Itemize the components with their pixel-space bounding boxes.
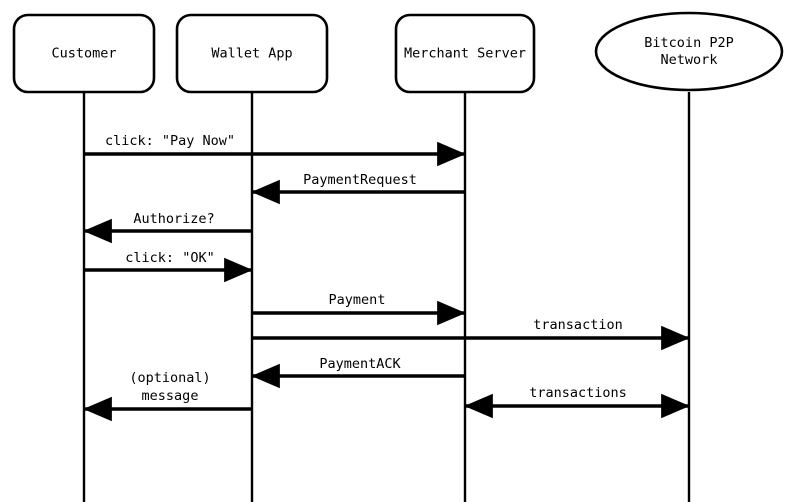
- participant-wallet-app[interactable]: Wallet App: [175, 13, 329, 94]
- participant-nodes-layer: Customer Wallet App Merchant Server Bitcoin…: [12, 11, 784, 94]
- message-label-transactions: transactions: [529, 385, 627, 401]
- participant-shape-rect: [175, 13, 329, 94]
- message-payment-ack[interactable]: PaymentACK: [251, 356, 465, 389]
- participant-merchant-server[interactable]: Merchant Server: [394, 13, 536, 94]
- participant-label-bitcoin-p2p-network: Network: [661, 52, 718, 68]
- participant-label-customer: Customer: [51, 46, 116, 62]
- participant-label-wallet-app: Wallet App: [211, 46, 292, 62]
- message-transaction[interactable]: transaction: [252, 317, 690, 351]
- message-authorize[interactable]: Authorize?: [83, 211, 252, 244]
- message-label-authorize: Authorize?: [133, 211, 214, 227]
- participant-customer[interactable]: Customer: [12, 13, 156, 94]
- message-label-click-pay-now: click: "Pay Now": [105, 133, 235, 149]
- message-transactions[interactable]: transactions: [464, 385, 690, 419]
- message-optional-message[interactable]: (optional) message: [83, 370, 252, 422]
- participant-label-merchant-server: Merchant Server: [404, 46, 526, 62]
- message-label-click-ok: click: "OK": [125, 250, 214, 266]
- message-click-ok[interactable]: click: "OK": [84, 250, 253, 283]
- participant-shape-rect: [394, 13, 536, 94]
- message-label-payment: Payment: [329, 292, 386, 308]
- participant-shape-rect: [12, 13, 156, 94]
- message-payment[interactable]: Payment: [252, 292, 466, 326]
- message-click-pay-now[interactable]: click: "Pay Now": [84, 133, 466, 167]
- messages-layer: click: "Pay Now" PaymentRequestAuthorize?…: [83, 133, 690, 422]
- participant-shape-ellipse: [594, 11, 784, 92]
- message-label-payment-ack: PaymentACK: [319, 356, 401, 372]
- message-label-optional-message: message: [142, 388, 199, 404]
- message-payment-request[interactable]: PaymentRequest: [251, 172, 465, 205]
- participant-label-bitcoin-p2p-network: Bitcoin P2P: [644, 35, 733, 51]
- message-label-transaction: transaction: [533, 317, 622, 333]
- message-label-payment-request: PaymentRequest: [303, 172, 417, 188]
- message-label-optional-message: (optional): [129, 370, 210, 386]
